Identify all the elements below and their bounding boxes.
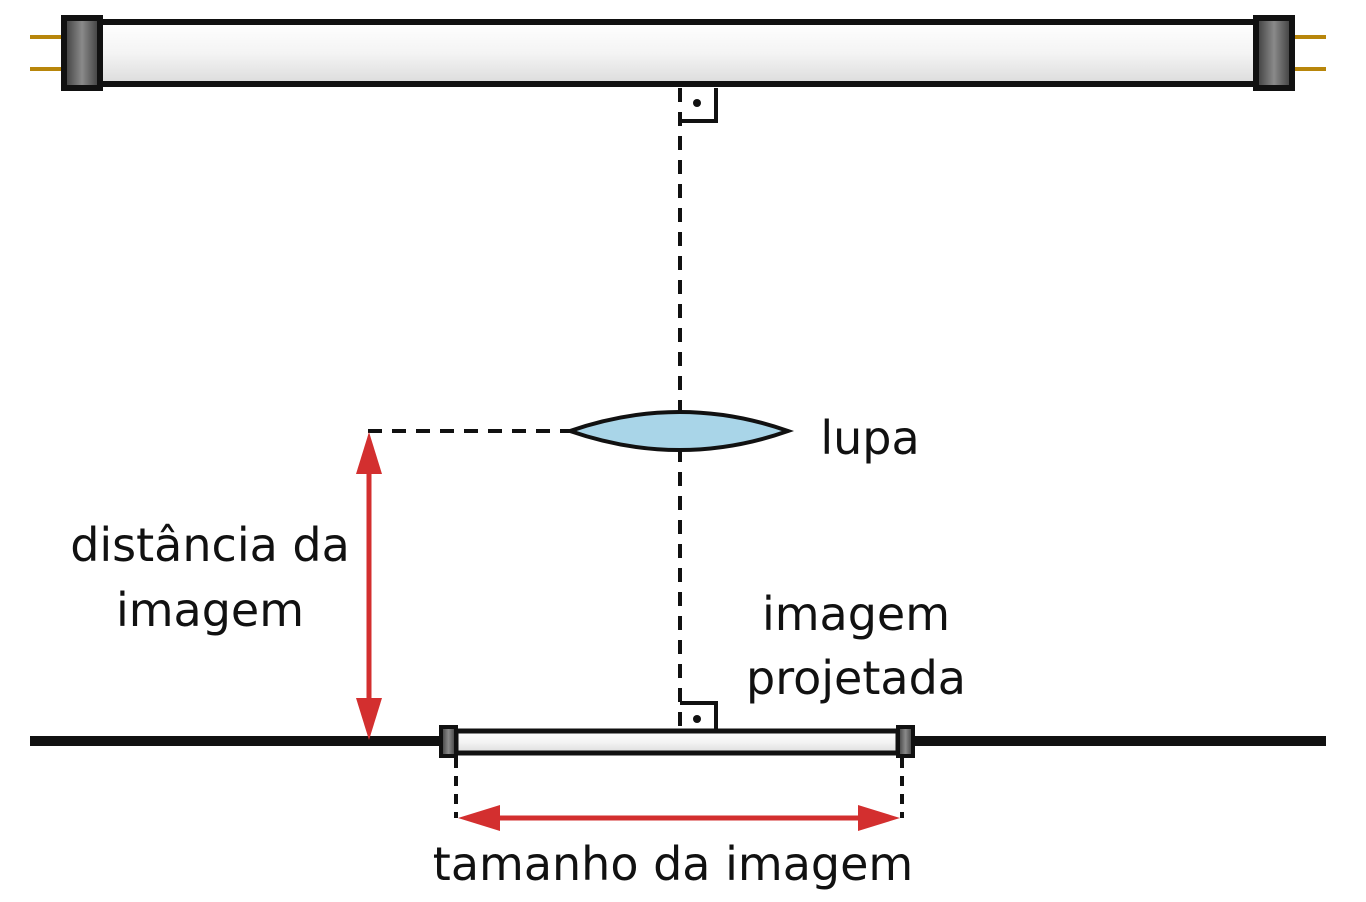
projected-lamp-image xyxy=(439,725,915,758)
lamp-tube xyxy=(97,19,1259,87)
projected-tube xyxy=(453,728,901,756)
image-distance-label-line2: imagem xyxy=(115,583,305,637)
lens-label: lupa xyxy=(820,411,920,465)
right-angle-marker-bottom xyxy=(680,701,718,731)
lens-shape xyxy=(563,410,795,452)
image-size-label: tamanho da imagem xyxy=(432,837,914,891)
lamp-cap-left xyxy=(61,15,103,91)
projected-image-label-line2: projetada xyxy=(746,651,966,705)
lamp-cap-right xyxy=(1253,15,1295,91)
projected-image-label-line1: imagem xyxy=(761,587,951,641)
image-size-arrow xyxy=(458,805,900,831)
projected-cap-right xyxy=(896,725,915,758)
projected-cap-left xyxy=(439,725,458,758)
image-distance-label-line1: distância da xyxy=(70,518,350,572)
image-distance-arrow xyxy=(356,432,382,740)
right-angle-marker-top xyxy=(680,88,718,123)
fluorescent-lamp xyxy=(30,15,1326,91)
